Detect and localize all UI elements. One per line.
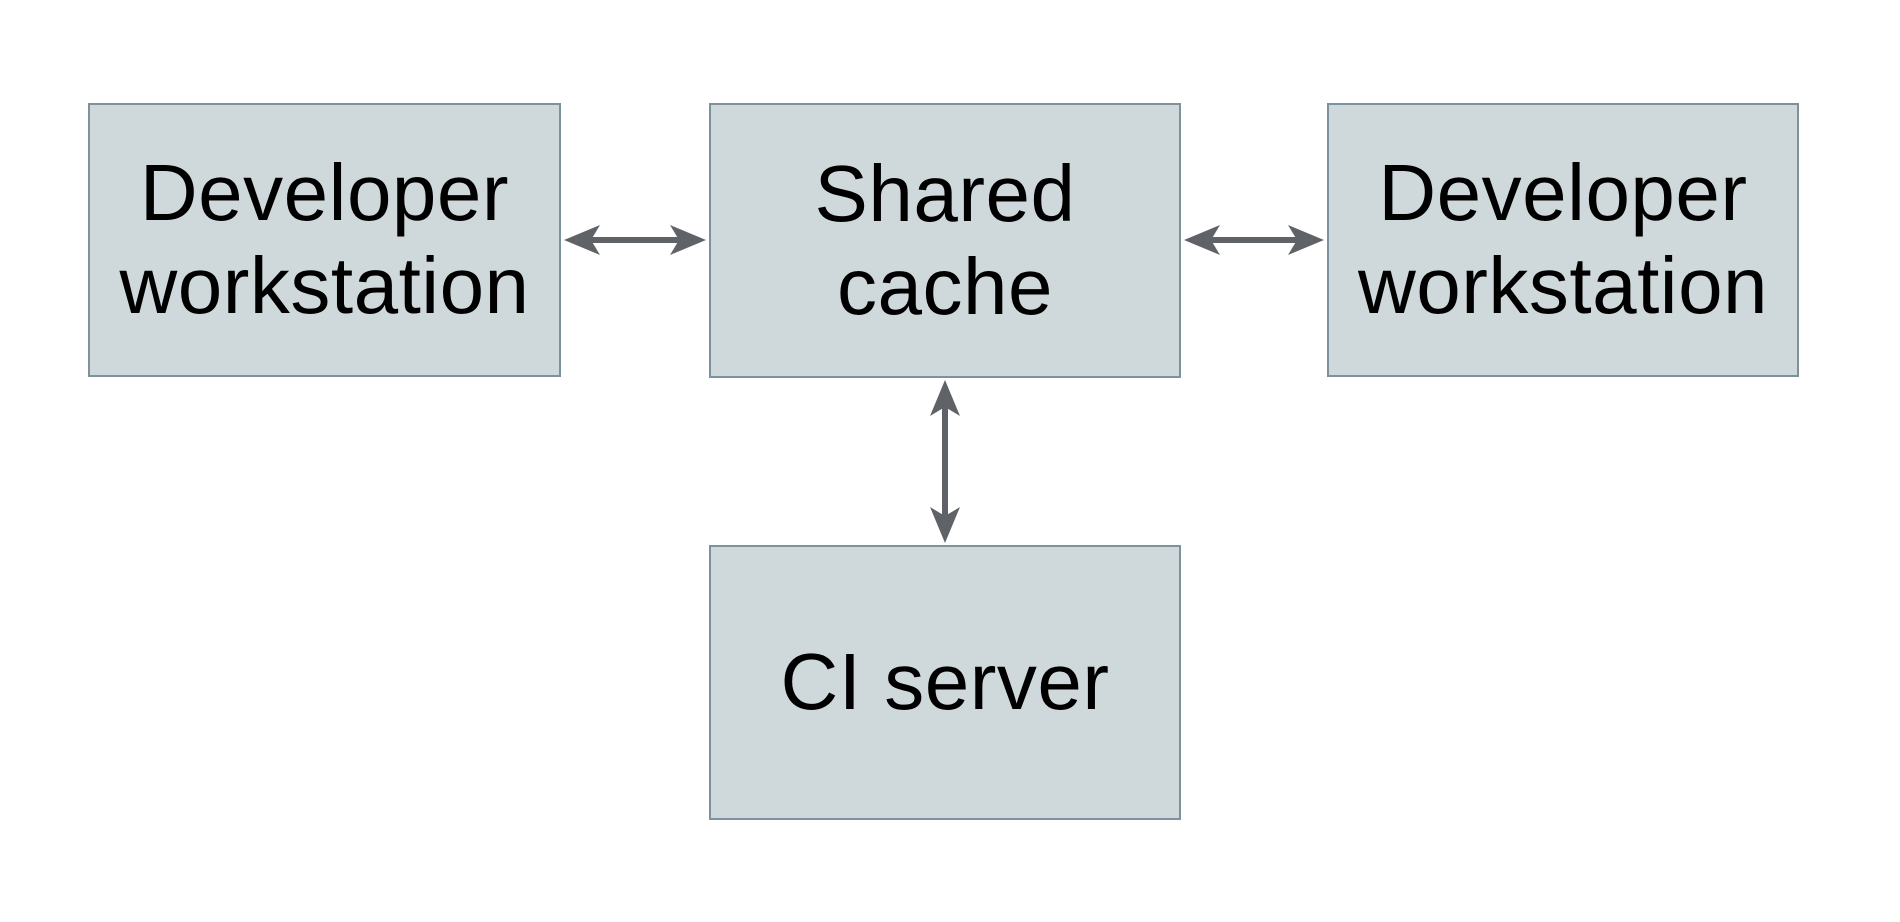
node-developer-workstation-right: Developer workstation <box>1327 103 1799 377</box>
node-shared-cache: Shared cache <box>709 103 1181 378</box>
node-developer-workstation-right-label: Developer workstation <box>1357 148 1769 330</box>
bidirectional-arrow-icon-left-workstation-shared-cache <box>564 225 706 255</box>
node-developer-workstation-left: Developer workstation <box>88 103 561 377</box>
node-developer-workstation-left-label: Developer workstation <box>119 148 530 330</box>
bidirectional-arrow-icon-shared-cache-right-workstation <box>1184 225 1324 255</box>
bidirectional-arrow-icon-shared-cache-ci-server <box>930 380 960 543</box>
node-shared-cache-label: Shared cache <box>814 148 1076 331</box>
node-ci-server: CI server <box>709 545 1181 820</box>
node-ci-server-label: CI server <box>780 637 1110 727</box>
